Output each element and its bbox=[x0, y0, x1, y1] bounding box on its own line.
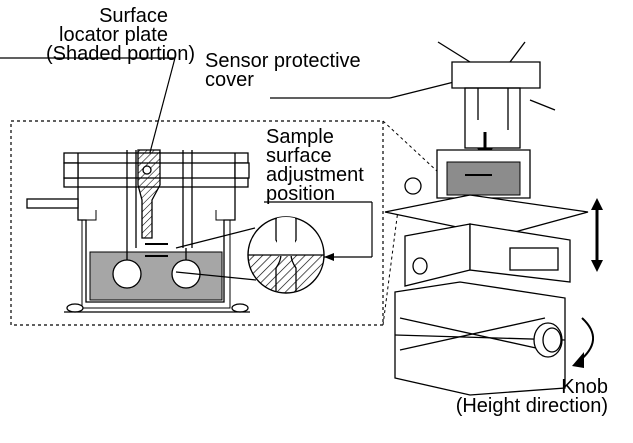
lab-jack bbox=[394, 281, 566, 396]
left-sensor-bulb bbox=[112, 259, 142, 289]
sample-surface-line1: Sample bbox=[266, 126, 334, 148]
sensor-protective-cover bbox=[451, 61, 541, 89]
sample-surface-line2: surface bbox=[266, 145, 332, 167]
surface-locator-plate bbox=[137, 149, 161, 239]
knob-label: Knob (Height direction) bbox=[428, 376, 608, 417]
surface-locator-line2: locator plate bbox=[59, 24, 168, 46]
sample-surface-adjustment-label: Sample surface adjustment position bbox=[266, 126, 364, 205]
detail-box bbox=[10, 120, 384, 326]
surface-locator-plate-label: Surface locator plate (Shaded portion) bbox=[46, 5, 195, 65]
surface-locator-line3: (Shaded portion) bbox=[46, 43, 195, 65]
liquid bbox=[89, 251, 223, 301]
sensor-protective-cover-label: Sensor protective cover bbox=[205, 50, 361, 91]
sample-surface-arrowhead bbox=[324, 253, 334, 261]
knob-line2: (Height direction) bbox=[455, 395, 608, 417]
surface-locator-leader bbox=[147, 57, 176, 161]
apparatus bbox=[384, 41, 603, 396]
side-tube bbox=[26, 198, 79, 209]
detail-connector-bottom bbox=[382, 209, 399, 326]
sensor-cover-line2: cover bbox=[205, 69, 254, 91]
knob-line1: Knob bbox=[561, 376, 608, 398]
sample-surface-line3: adjustment bbox=[266, 164, 364, 186]
surface-locator-line1: Surface bbox=[99, 5, 168, 27]
leader-lines bbox=[0, 57, 471, 261]
sensor-cover-line1: Sensor protective bbox=[205, 50, 361, 72]
sample-block bbox=[446, 161, 521, 196]
sample-surface-line4: position bbox=[266, 183, 335, 205]
detail-connector-top bbox=[382, 120, 439, 173]
container-cross-section bbox=[26, 149, 250, 313]
